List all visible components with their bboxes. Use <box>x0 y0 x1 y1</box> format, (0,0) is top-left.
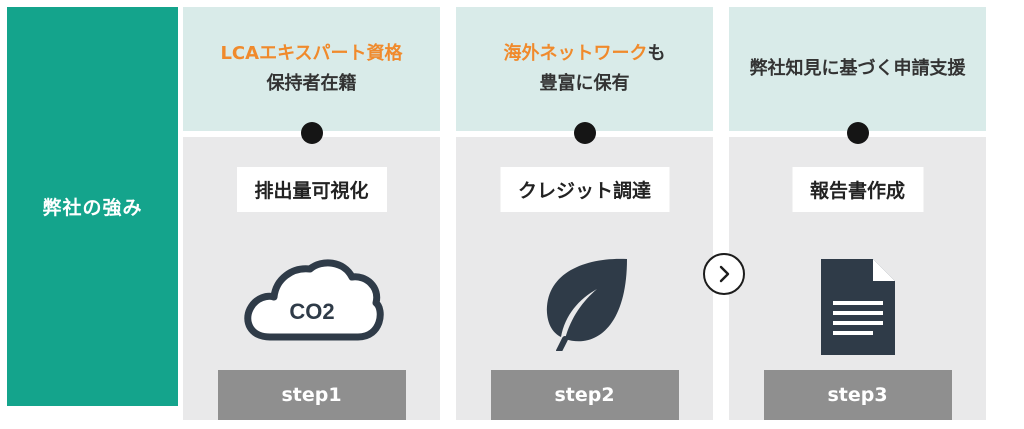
next-step-arrow <box>703 253 745 295</box>
document-icon <box>820 259 895 355</box>
column-header: LCAエキスパート資格 保持者在籍 <box>183 7 440 131</box>
timeline-dot <box>300 122 323 144</box>
step-title: 排出量可視化 <box>236 167 387 212</box>
strengths-sidebar: 弊社の強み <box>7 7 178 406</box>
timeline-dot <box>573 122 596 144</box>
column-step1: LCAエキスパート資格 保持者在籍 排出量可視化 CO2 step1 <box>183 7 440 420</box>
step-title: クレジット調達 <box>499 167 670 212</box>
column-step2: 海外ネットワークも 豊富に保有 クレジット調達 step2 <box>456 7 713 420</box>
header-text: 弊社知見に基づく申請支援 <box>749 58 966 79</box>
header-highlight: 海外ネットワーク <box>503 43 648 64</box>
column-body: クレジット調達 step2 <box>456 137 713 420</box>
step-badge: step3 <box>763 370 952 420</box>
step-badge: step1 <box>217 370 406 420</box>
column-step3: 弊社知見に基づく申請支援 報告書作成 step3 <box>729 7 986 420</box>
column-header: 海外ネットワークも 豊富に保有 <box>456 7 713 131</box>
header-text: 保持者在籍 <box>266 73 357 94</box>
timeline-dot <box>846 122 869 144</box>
co2-text: CO2 <box>289 299 334 324</box>
column-header: 弊社知見に基づく申請支援 <box>729 7 986 131</box>
chevron-right-icon <box>719 265 730 283</box>
step-title: 報告書作成 <box>791 167 924 212</box>
column-body: 排出量可視化 CO2 step1 <box>183 137 440 420</box>
leaf-icon <box>546 258 627 351</box>
column-body: 報告書作成 step3 <box>729 137 986 420</box>
sidebar-label: 弊社の強み <box>42 197 143 219</box>
header-highlight: LCAエキスパート資格 <box>220 43 403 64</box>
header-text: 豊富に保有 <box>539 73 630 94</box>
header-inline-text: も <box>647 43 666 64</box>
step-badge: step2 <box>490 370 679 420</box>
cloud-co2-icon: CO2 <box>243 259 384 341</box>
